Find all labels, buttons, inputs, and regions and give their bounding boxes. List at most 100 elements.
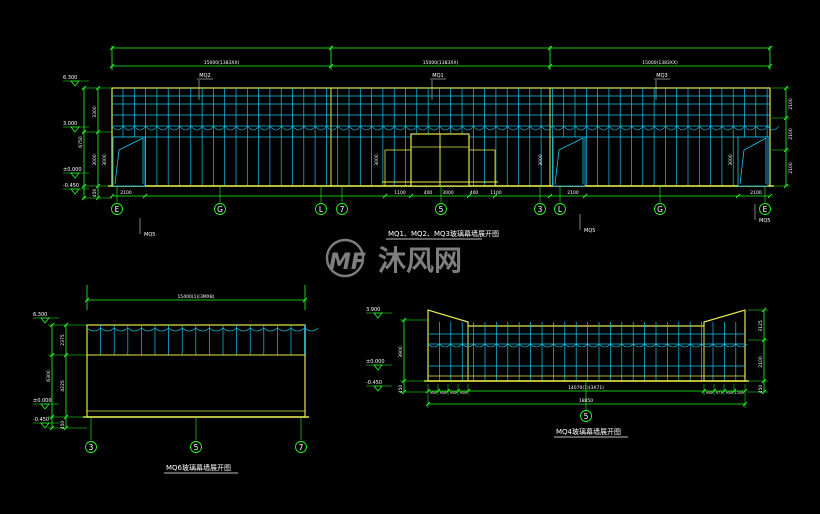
panel-arc xyxy=(676,125,689,131)
panel-arc xyxy=(236,125,248,131)
bottom-dim-tick-0 xyxy=(109,193,115,199)
bottom-dim-tick-5 xyxy=(492,193,498,199)
axis-4-bubble xyxy=(435,203,447,215)
top-dim-tick-b-1 xyxy=(328,63,334,69)
panel-arc xyxy=(597,125,610,131)
panel-arc xyxy=(642,125,655,131)
axis-3-bubble xyxy=(336,203,348,215)
mq4-arc xyxy=(621,343,634,348)
panel-arc xyxy=(111,125,124,131)
inner-dim-3: 3000 xyxy=(728,154,734,166)
bottom-dim-tick-7 xyxy=(582,193,588,199)
axis-5-bubble xyxy=(534,203,546,215)
mq6-axis-2-label: 7 xyxy=(299,443,304,452)
panel-arc xyxy=(315,125,327,131)
mq4-bottom-right-3: 1100 xyxy=(735,391,744,395)
mq4-arc xyxy=(689,343,702,348)
main-elevation: 15000(1383XX)15000(1383XX)15000(1383XX)M… xyxy=(63,45,794,238)
inner-dim-2: 3000 xyxy=(538,154,544,166)
door-tag-2: MQ5 xyxy=(759,218,770,224)
panel-arc xyxy=(428,125,440,131)
axis-1-label: G xyxy=(217,205,223,214)
mq4-arc xyxy=(530,343,543,348)
top-dim-tick-b-3 xyxy=(767,63,773,69)
mq6-level-0-text: 6.300 xyxy=(33,312,47,318)
panel-tag-MQ3: MQ3 xyxy=(656,73,667,79)
mq4-arc xyxy=(712,343,725,348)
panel-arc xyxy=(123,125,135,131)
top-dim-text-1: 15000(1383XX) xyxy=(423,60,459,66)
panel-arc xyxy=(699,125,712,131)
bottom-dim-3: 3000 xyxy=(442,190,454,196)
bottom-dim-tick-9 xyxy=(767,193,773,199)
mq4-axis-0-bubble xyxy=(580,410,592,422)
axis-5-label: 3 xyxy=(538,205,543,214)
mq4-arc xyxy=(655,343,668,348)
panel-arc xyxy=(439,125,452,131)
mq6-level-1-text: ±0.000 xyxy=(33,398,52,404)
mq4-axis-0-label: 5 xyxy=(584,412,589,421)
panel-arc xyxy=(473,125,486,131)
mq4-arc xyxy=(587,343,600,348)
panel-arc xyxy=(450,125,463,131)
watermark-logo: MF 沐风网 xyxy=(325,238,462,278)
panel-arc xyxy=(755,125,768,131)
mq6-top-dim-tick-1 xyxy=(302,297,308,303)
level-0-marker-icon xyxy=(70,80,80,87)
watermark-mf-icon: MF xyxy=(329,250,366,275)
panel-arc xyxy=(744,125,757,131)
panel-arc xyxy=(303,125,316,131)
mq4-elevation-title: MQ4玻璃幕墙展开图 xyxy=(556,427,621,436)
mq4-level-2-text: -0.450 xyxy=(366,380,382,386)
mq4-arc xyxy=(461,343,474,348)
main-elevation-title: MQ1、MQ2、MQ3玻璃幕墙展开图 xyxy=(388,229,499,238)
panel-arc xyxy=(213,125,226,131)
door-swing-0 xyxy=(114,137,144,185)
panel-arc xyxy=(202,125,214,131)
mq4-left-dim-1: 450 xyxy=(398,385,404,394)
panel-arc xyxy=(575,125,587,131)
mq6-arc xyxy=(114,327,128,332)
top-dim-tick-a-1 xyxy=(328,45,334,51)
panel-arc xyxy=(507,125,520,131)
mq6-left-dim-3: 450 xyxy=(60,421,66,430)
mq6-elevation: 15400(1)(3MX8)6.300±0.000-0.450237563004… xyxy=(33,285,319,453)
bottom-dim-1: 1100 xyxy=(394,190,406,196)
bottom-dim-tick-2 xyxy=(382,193,388,199)
mq4-arc xyxy=(735,343,748,348)
level-2-marker-icon xyxy=(70,172,80,179)
mq6-top-dim-text: 15400(1)(3MX8) xyxy=(178,294,215,300)
mq4-arc xyxy=(473,343,486,348)
watermark-text: 沐风网 xyxy=(378,244,462,277)
mq4-arc xyxy=(450,343,463,348)
axis-2-bubble xyxy=(315,203,327,215)
bottom-dim-tick-8 xyxy=(735,193,741,199)
mq6-arc xyxy=(304,327,319,332)
panel-arc xyxy=(224,125,237,131)
entrance-side-left xyxy=(384,149,412,187)
mq4-right-dim-0: 3125 xyxy=(758,320,764,332)
mq6-left-dim-2: 4225 xyxy=(60,380,66,392)
watermark-circle-icon xyxy=(325,238,365,278)
mq6-level-2-text: -0.450 xyxy=(33,417,49,423)
level-1-text: 3.000 xyxy=(63,121,77,127)
mq6-axis-2-bubble xyxy=(295,441,307,453)
bottom-dim-7: 2100 xyxy=(750,190,762,196)
top-dim-tick-a-2 xyxy=(547,45,553,51)
mq4-arc xyxy=(598,343,611,348)
inner-dim-0: 3000 xyxy=(102,154,108,166)
mq6-axis-1-label: 5 xyxy=(194,443,199,452)
bottom-dim-tick-3 xyxy=(408,193,414,199)
level-3-marker-icon xyxy=(70,188,80,195)
mq4-level-1-marker-icon xyxy=(373,364,383,371)
mq4-arc xyxy=(553,343,566,348)
mq4-bottom-left-0: 950 xyxy=(430,391,436,395)
mq6-level-2-marker-icon xyxy=(40,422,50,429)
mq4-right-dim-2: 450 xyxy=(758,385,764,394)
mq6-arc xyxy=(195,327,210,332)
panel-arc xyxy=(281,125,294,131)
left-dim-2: 3000 xyxy=(92,154,98,166)
mq6-arc xyxy=(86,327,101,332)
